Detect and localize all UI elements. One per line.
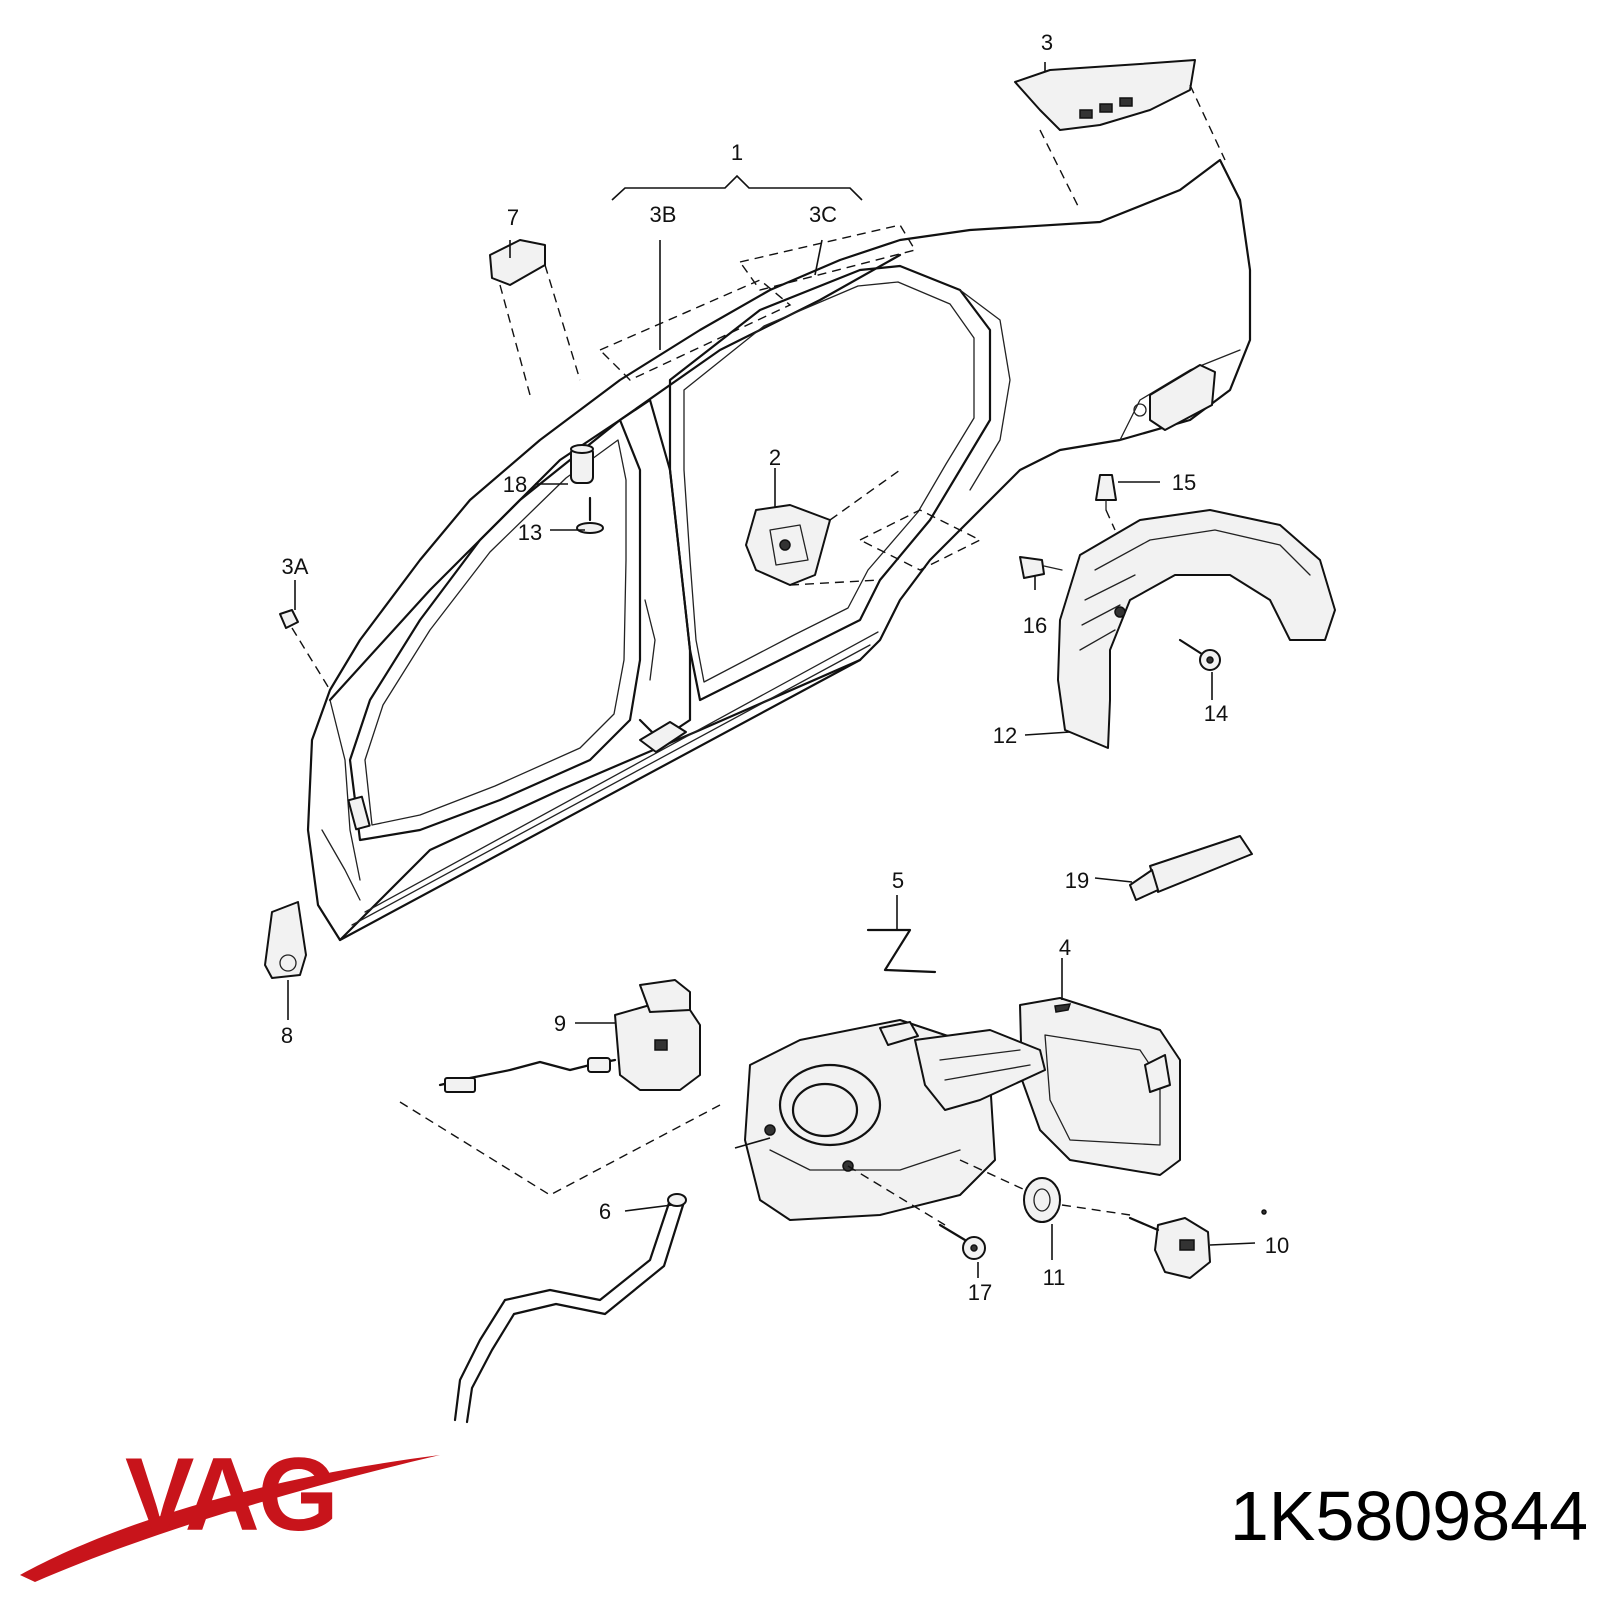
callout-3a: 3A xyxy=(282,554,309,579)
part-14-screw xyxy=(1178,638,1221,671)
callout-12: 12 xyxy=(993,723,1017,748)
callout-6: 6 xyxy=(599,1199,611,1224)
part-3a-clip xyxy=(279,609,331,691)
callout-14: 14 xyxy=(1204,701,1228,726)
side-panel xyxy=(306,158,1252,942)
part-10-lock xyxy=(1061,1204,1267,1279)
callout-11: 11 xyxy=(1043,1265,1066,1290)
callout-15: 15 xyxy=(1172,470,1196,495)
part-6-hose xyxy=(453,1193,687,1424)
callout-7: 7 xyxy=(507,205,519,230)
callout-18: 18 xyxy=(503,472,527,497)
callout-13: 13 xyxy=(518,520,542,545)
part-5-spring xyxy=(866,928,937,974)
part-17-screw xyxy=(847,1165,986,1260)
part-2-bracket xyxy=(745,469,901,586)
part-18-bushing xyxy=(570,444,594,484)
part-11-grommet xyxy=(959,1159,1061,1223)
callout-3: 3 xyxy=(1041,30,1053,55)
part-7-bracket xyxy=(489,239,581,396)
callout-5: 5 xyxy=(892,868,904,893)
part-13-screw xyxy=(576,496,604,534)
callout-4: 4 xyxy=(1059,935,1071,960)
callout-10: 10 xyxy=(1265,1233,1289,1258)
part-4-fuel-door xyxy=(1019,997,1181,1176)
fuel-filler-housing xyxy=(744,1019,1046,1221)
callout-17: 17 xyxy=(968,1280,992,1305)
callout-8: 8 xyxy=(281,1023,293,1048)
part-number: 1K5809844 xyxy=(1230,1477,1588,1555)
callout-1: 1 xyxy=(731,140,743,165)
part-3-reinforcement xyxy=(1014,59,1226,211)
callout-2: 2 xyxy=(769,445,781,470)
part-8-bracket xyxy=(264,901,307,979)
callout-3c: 3C xyxy=(809,202,837,227)
callout-19: 19 xyxy=(1065,868,1089,893)
vag-logo-text: VAG xyxy=(125,1437,337,1553)
part-12-wheel-arch-liner xyxy=(1057,509,1336,749)
callout-16: 16 xyxy=(1023,613,1047,638)
part-9-actuator xyxy=(399,979,721,1196)
callout-9: 9 xyxy=(554,1011,566,1036)
vag-logo: VAG xyxy=(20,1437,440,1582)
part-19-tube xyxy=(1129,835,1253,901)
callout-3b: 3B xyxy=(650,202,677,227)
part-16-clip xyxy=(1019,556,1063,579)
leader-lines xyxy=(287,62,1256,1278)
part-15-clip xyxy=(1095,474,1117,531)
